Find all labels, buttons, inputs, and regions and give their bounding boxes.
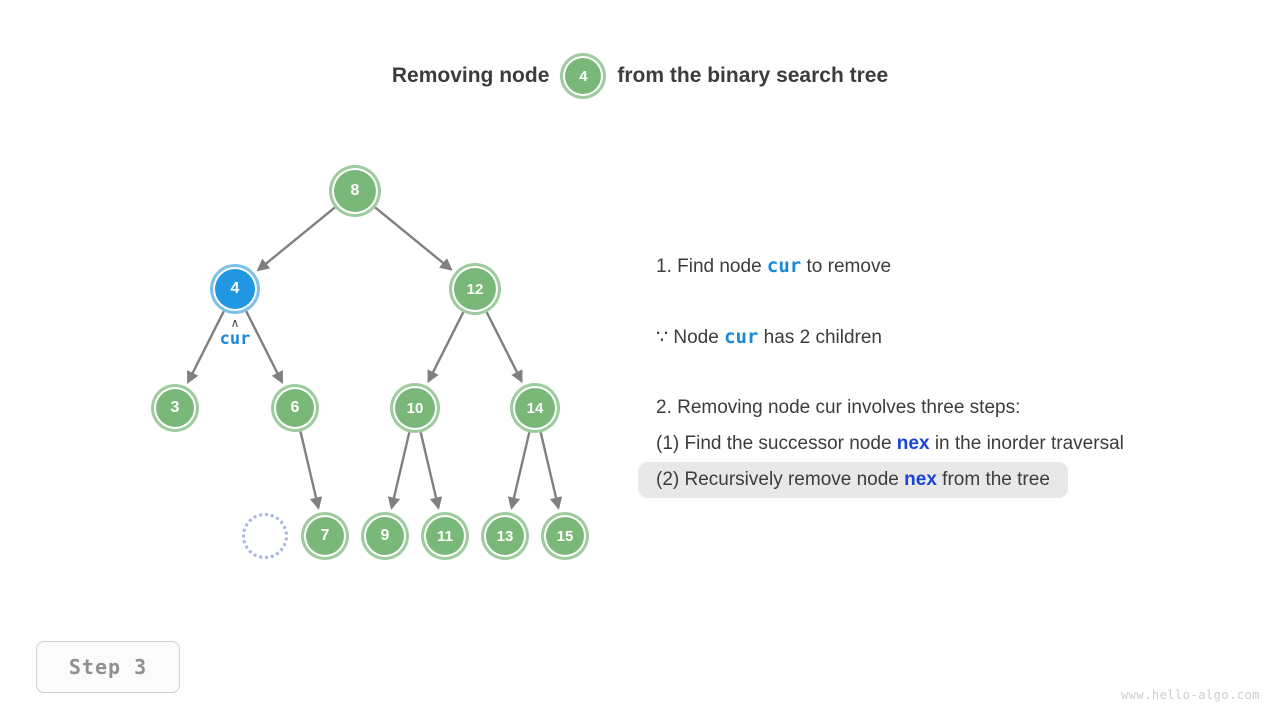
tree-node-7: 7 — [304, 515, 346, 557]
description-text: 1. Find node — [656, 256, 767, 277]
page-title-suffix: from the binary search tree — [617, 64, 889, 87]
tree-node-6: 6 — [274, 387, 316, 429]
tree-node-10: 10 — [393, 386, 437, 430]
tree-edge-6-to-7 — [299, 431, 323, 510]
description-text: in the inorder traversal — [929, 433, 1124, 454]
tree-edge-14-to-13 — [507, 432, 531, 510]
page-title: Removing node 4 from the binary search t… — [0, 56, 1280, 96]
tree-node-13: 13 — [484, 515, 526, 557]
tree-node-label: 12 — [466, 280, 484, 298]
description-line-step2: 2. Removing node cur involves three step… — [638, 390, 1038, 426]
tree-edge-14-to-15 — [539, 432, 563, 510]
keyword-nex: nex — [904, 469, 937, 490]
description-text: 2. Removing node cur involves three step… — [656, 397, 1021, 418]
tree-node-15: 15 — [544, 515, 586, 557]
cur-pointer-label: cur — [219, 329, 251, 349]
tree-node-label: 7 — [320, 527, 330, 544]
description-line-step2-1: (1) Find the successor node nex in the i… — [638, 426, 1142, 462]
tree-edge-10-to-11 — [419, 432, 443, 510]
description-text: (1) Find the successor node — [656, 433, 897, 454]
binary-search-tree-diagram: 8 4 12 3 6 10 14 7 9 11 13 15 ∧ cur — [0, 0, 640, 640]
tree-node-4: 4 — [213, 267, 257, 311]
description-line-reason: ∵ Node cur has 2 children — [638, 319, 900, 356]
description-text: has 2 children — [758, 327, 882, 348]
tree-node-14: 14 — [513, 386, 557, 430]
tree-node-label: 11 — [437, 527, 453, 545]
tree-node-placeholder — [242, 513, 288, 559]
tree-node-label: 4 — [230, 280, 240, 297]
tree-edge-12-to-14 — [485, 311, 523, 384]
tree-edge-8-to-12 — [374, 206, 453, 271]
tree-node-label: 10 — [406, 399, 424, 417]
cur-caret-icon: ∧ — [230, 316, 240, 330]
tree-edge-4-to-6 — [245, 310, 284, 385]
tree-node-label: 6 — [290, 399, 300, 416]
tree-node-3: 3 — [154, 387, 196, 429]
keyword-cur: cur — [766, 255, 802, 277]
description-text: to remove — [801, 256, 892, 277]
description-text: from the tree — [936, 469, 1050, 490]
tree-edge-4-to-3 — [186, 310, 225, 385]
tree-node-label: 3 — [170, 399, 180, 416]
keyword-cur: cur — [724, 326, 759, 348]
page-title-prefix: Removing node — [391, 64, 550, 87]
tree-node-11: 11 — [424, 515, 466, 557]
keyword-nex: nex — [896, 433, 930, 454]
description-text: ∵ Node — [656, 327, 725, 348]
tree-node-label: 8 — [350, 182, 360, 199]
watermark: www.hello-algo.com — [1120, 688, 1260, 702]
step-badge: Step 3 — [36, 641, 180, 693]
description-line-step1: 1. Find node cur to remove — [638, 248, 909, 285]
description-panel: 1. Find node cur to remove ∵ Node cur has… — [638, 248, 1268, 498]
tree-edges — [186, 206, 563, 510]
tree-edge-layer — [186, 206, 563, 510]
tree-edge-8-to-4 — [256, 206, 336, 272]
tree-node-label: 14 — [526, 399, 544, 417]
cur-pointer-annotation: ∧ cur — [195, 316, 275, 349]
tree-node-9: 9 — [364, 515, 406, 557]
title-node-badge: 4 — [563, 56, 604, 96]
tree-edge-12-to-10 — [427, 311, 465, 384]
description-line-step2-2: (2) Recursively remove node nex from the… — [638, 462, 1068, 498]
tree-edge-10-to-9 — [387, 432, 411, 510]
description-text: (2) Recursively remove node — [656, 469, 905, 490]
tree-node-12: 12 — [452, 266, 498, 312]
tree-node-label: 9 — [380, 527, 390, 544]
tree-node-label: 13 — [496, 527, 514, 545]
tree-node-8: 8 — [332, 168, 378, 214]
tree-node-label: 15 — [556, 527, 574, 545]
